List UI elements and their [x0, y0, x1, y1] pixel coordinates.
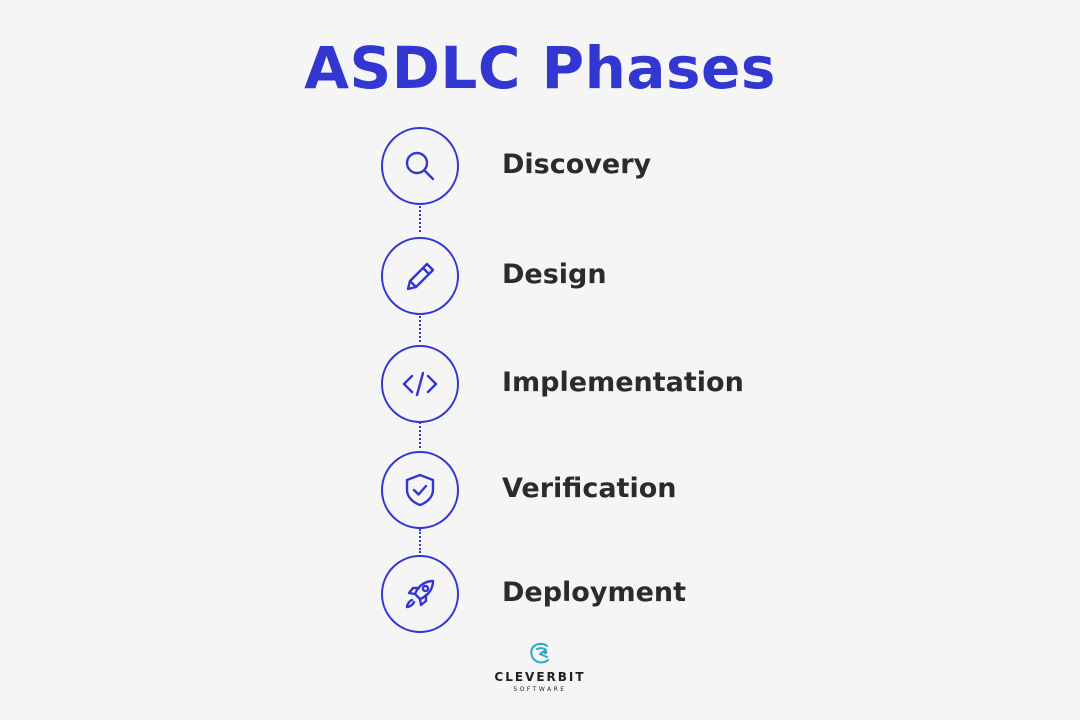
phase-icon-circle [381, 451, 459, 529]
phase-verification: Verification [381, 451, 781, 529]
pencil-icon [406, 262, 435, 291]
connector-line [419, 422, 421, 448]
phase-icon-circle [381, 555, 459, 633]
phase-design: Design [381, 237, 781, 315]
phase-discovery: Discovery [381, 127, 781, 205]
phase-deployment: Deployment [381, 555, 781, 633]
cleverbit-logo-mark [530, 642, 549, 664]
page-title: ASDLC Phases [304, 34, 776, 102]
phase-label: Implementation [502, 367, 744, 398]
connector-line [419, 206, 421, 232]
phase-label: Design [502, 259, 607, 290]
phase-label: Deployment [502, 577, 687, 608]
logo-subtext: SOFTWARE [513, 686, 567, 693]
rocket-icon [405, 579, 435, 609]
phase-icon-circle [381, 127, 459, 205]
connector-line [419, 316, 421, 342]
search-icon [405, 151, 435, 181]
phase-label: Verification [502, 473, 677, 504]
phase-implementation: Implementation [381, 345, 781, 423]
cleverbit-logo: CLEVERBIT SOFTWARE [480, 640, 600, 700]
phase-label: Discovery [502, 149, 652, 180]
phase-icon-circle [381, 345, 459, 423]
connector-line [419, 529, 421, 553]
code-icon [402, 371, 438, 397]
logo-wordmark: CLEVERBIT [494, 670, 586, 684]
shield-check-icon [405, 473, 435, 507]
phase-icon-circle [381, 237, 459, 315]
